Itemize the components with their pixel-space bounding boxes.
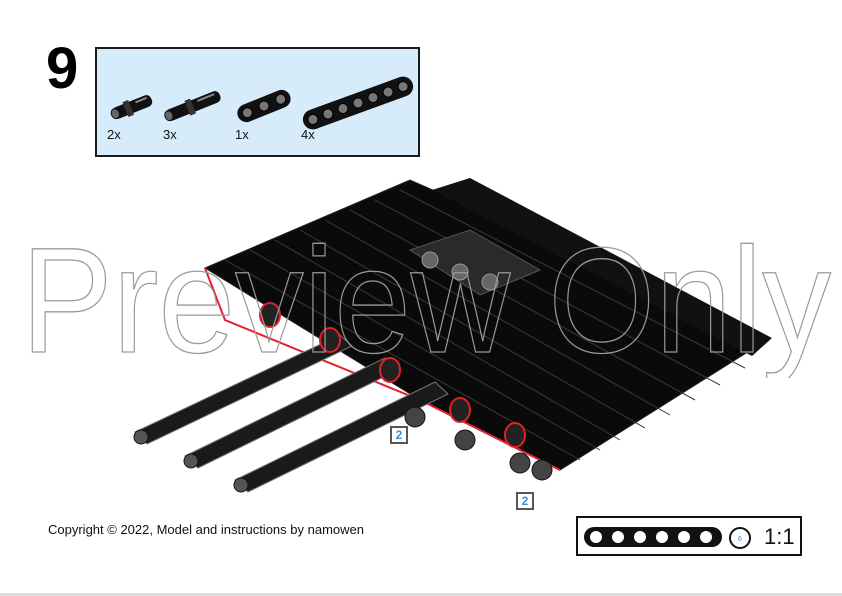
- long-pin-icon: [164, 91, 221, 122]
- part-qty: 1x: [235, 127, 249, 142]
- parts-list-panel: 2x 3x 1x 4x: [95, 47, 420, 157]
- callout-quantity: 2: [516, 492, 534, 510]
- scale-badge-icon: 6: [729, 527, 751, 549]
- preview-watermark: Preview Only: [20, 228, 831, 378]
- scale-indicator: 6 1:1: [576, 516, 802, 556]
- step-number: 9: [46, 36, 79, 101]
- part-qty: 3x: [163, 127, 177, 142]
- assembly-illustration: [133, 178, 772, 493]
- liftarm-long-icon: [302, 76, 414, 130]
- axle-pin-icon: [110, 95, 153, 120]
- scale-label: 1:1: [764, 524, 795, 549]
- liftarm-short-icon: [237, 89, 291, 123]
- copyright-notice: Copyright © 2022, Model and instructions…: [48, 522, 364, 537]
- scale-liftarm-icon: [584, 527, 722, 547]
- part-qty: 2x: [107, 127, 121, 142]
- svg-text:6: 6: [738, 536, 742, 543]
- callout-quantity: 2: [390, 426, 408, 444]
- svg-text:Preview Only: Preview Only: [21, 228, 831, 378]
- page-bottom-rule: [0, 593, 842, 596]
- part-qty: 4x: [301, 127, 315, 142]
